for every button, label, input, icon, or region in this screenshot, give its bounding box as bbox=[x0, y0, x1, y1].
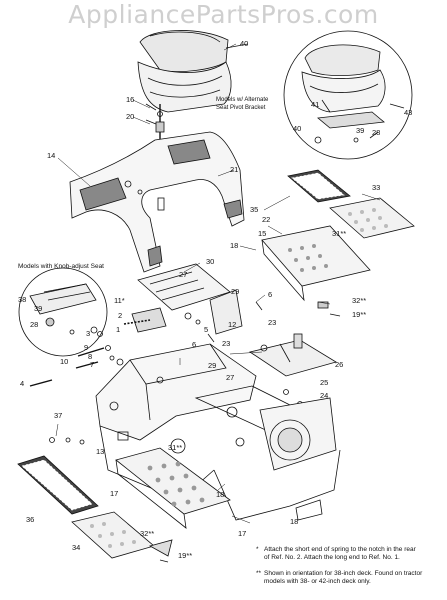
footrest-plate-33 bbox=[329, 197, 415, 239]
label-18a: 18 bbox=[230, 241, 238, 250]
label-9: 9 bbox=[84, 343, 88, 352]
footrest-bracket-22 bbox=[261, 225, 371, 317]
label-37: 37 bbox=[54, 411, 62, 420]
label-22: 22 bbox=[262, 215, 270, 224]
label-28a: 28 bbox=[372, 128, 380, 137]
alt-seat-callout bbox=[283, 30, 413, 160]
alt-seat-callout-text: Models w/ Alternate Seat Pivot Bracket bbox=[216, 97, 286, 112]
label-17a: 17 bbox=[110, 489, 118, 498]
label-27: 27 bbox=[179, 270, 187, 279]
label-1: 1 bbox=[116, 325, 120, 334]
label-34: 34 bbox=[72, 543, 80, 552]
label-5: 5 bbox=[204, 325, 208, 334]
label-18c: 18 bbox=[290, 517, 298, 526]
footnote-spring-mark: * bbox=[256, 546, 259, 553]
label-28b: 28 bbox=[30, 320, 38, 329]
label-6b: 6 bbox=[192, 340, 196, 349]
label-33: 33 bbox=[372, 183, 380, 192]
label-29b: 29 bbox=[208, 361, 216, 370]
label-16: 16 bbox=[126, 95, 134, 104]
label-23a: 23 bbox=[268, 318, 276, 327]
footnote-deck-mark: ** bbox=[256, 570, 262, 577]
fender-part-14 bbox=[69, 131, 245, 273]
label-40b: 40 bbox=[293, 124, 301, 133]
label-19a: 19** bbox=[352, 310, 366, 319]
label-31a: 31** bbox=[332, 229, 346, 238]
label-8: 8 bbox=[88, 352, 92, 361]
label-12: 12 bbox=[228, 320, 236, 329]
label-10: 10 bbox=[60, 357, 68, 366]
label-15: 15 bbox=[258, 229, 266, 238]
label-31b: 31** bbox=[168, 443, 182, 452]
label-32a: 32** bbox=[352, 296, 366, 305]
label-39b: 39 bbox=[34, 304, 42, 313]
spring-and-hardware bbox=[29, 307, 215, 387]
label-41: 41 bbox=[311, 100, 319, 109]
alt-seat-line-2: Seat Pivot Bracket bbox=[216, 104, 266, 111]
footrest-bracket-17 bbox=[115, 447, 231, 529]
label-18b: 18 bbox=[216, 490, 224, 499]
label-6a: 6 bbox=[268, 290, 272, 299]
knob-seat-callout bbox=[18, 267, 108, 357]
label-17b: 17 bbox=[238, 529, 246, 538]
label-30: 30 bbox=[206, 257, 214, 266]
label-11: 11* bbox=[114, 296, 125, 305]
label-32b: 32** bbox=[140, 529, 154, 538]
seat-adjust-bracket bbox=[137, 263, 263, 335]
label-26: 26 bbox=[335, 360, 343, 369]
frame-part-13 bbox=[95, 343, 341, 521]
footrest-grate-36 bbox=[17, 437, 99, 515]
label-7: 7 bbox=[90, 360, 94, 369]
label-24: 24 bbox=[320, 391, 328, 400]
alt-seat-line-1: Models w/ Alternate bbox=[216, 97, 269, 103]
footnote-deck-line-2: models with 38- or 42-inch deck only. bbox=[264, 578, 371, 586]
part-labels: 40 41 43 40 39 28 16 20 14 21 33 35 22 3… bbox=[18, 39, 412, 560]
label-23b: 23 bbox=[222, 339, 230, 348]
label-35: 35 bbox=[250, 205, 258, 214]
bracket-32-19 bbox=[148, 539, 173, 563]
label-13: 13 bbox=[96, 447, 104, 456]
label-21: 21 bbox=[230, 165, 238, 174]
seat-part-40 bbox=[137, 30, 249, 113]
label-19b: 19** bbox=[178, 551, 192, 560]
footrest-grate-35 bbox=[287, 169, 351, 203]
footnote-deck-line-1: Shown in orientation for 38-inch deck. F… bbox=[264, 570, 423, 577]
label-43: 43 bbox=[404, 108, 412, 117]
footnote-spring-line-2: of Ref. No. 2. Attach the long end to Re… bbox=[264, 554, 400, 562]
label-40a: 40 bbox=[240, 39, 248, 48]
label-36: 36 bbox=[26, 515, 34, 524]
leader-lines bbox=[55, 43, 381, 524]
footnote-spring-line-1: Attach the short end of spring to the no… bbox=[264, 546, 416, 553]
seat-pan-26 bbox=[249, 333, 337, 407]
label-2: 2 bbox=[118, 311, 122, 320]
label-25: 25 bbox=[320, 378, 328, 387]
label-39a: 39 bbox=[356, 126, 364, 135]
footnote-deck: ** Shown in orientation for 38-inch deck… bbox=[256, 570, 442, 587]
watermark: AppliancePartsPros.com bbox=[68, 0, 379, 29]
label-29a: 29 bbox=[231, 287, 239, 296]
label-3: 3 bbox=[86, 329, 90, 338]
knob-seat-callout-text: Models with Knob-adjust Seat bbox=[18, 263, 104, 270]
label-20: 20 bbox=[126, 112, 134, 121]
label-27b: 27 bbox=[226, 373, 234, 382]
label-14: 14 bbox=[47, 151, 55, 160]
label-4: 4 bbox=[20, 379, 24, 388]
footnote-spring: * Attach the short end of spring to the … bbox=[256, 546, 442, 563]
label-38: 38 bbox=[18, 295, 26, 304]
